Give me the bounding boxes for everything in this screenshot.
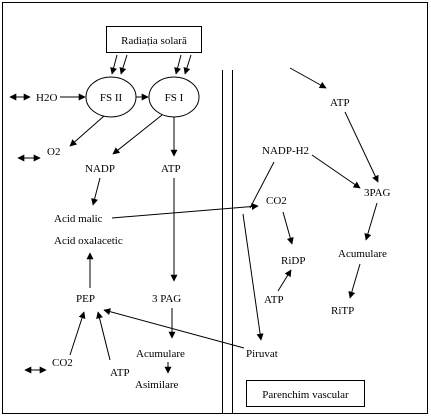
atp-left-label: ATP	[161, 163, 181, 175]
atp-middle-label: ATP	[264, 294, 284, 306]
nadp-to-acid-malic-arrow	[91, 177, 101, 206]
atp-to-pep-arrow	[96, 311, 111, 361]
fs1-label: FS I	[165, 92, 184, 104]
piruvat-to-pep-arrow	[103, 308, 245, 349]
radiation-arrow-fs2-b	[119, 54, 128, 75]
nadph2-to-piruvat-arrow	[249, 161, 275, 209]
nadph2-label: NADP-H2	[262, 145, 309, 157]
nadph2-to-3pag-arrow	[311, 154, 361, 189]
co2-to-ridp-arrow	[282, 211, 294, 245]
acid-malic-to-co2-arrow	[111, 203, 259, 219]
nadp-label: NADP	[85, 163, 115, 175]
atp-to-ridp-arrow	[277, 269, 292, 292]
atp-top-label: ATP	[330, 97, 350, 109]
solar-radiation-box	[106, 26, 202, 53]
outer-frame	[2, 2, 428, 414]
ridp-label: RiDP	[281, 255, 305, 267]
acumulare-right-label: Acumulare	[338, 248, 387, 260]
fs2-to-o2-arrow	[69, 115, 105, 147]
o2-label: O2	[47, 146, 60, 158]
vascular-parenchyma-label: Parenchim vascular	[262, 389, 349, 401]
asimilare-label: Asimilare	[135, 379, 178, 391]
fs1-to-nadp-arrow	[112, 114, 163, 155]
acid-malic-label: Acid malic	[54, 213, 103, 225]
inflow-to-atp-top-arrow	[289, 67, 327, 89]
nadph2-to-piruvat-arrow-lower	[242, 213, 264, 341]
vascular-parenchyma-box	[246, 380, 365, 407]
radiation-arrow-fs2-a	[110, 54, 118, 75]
solar-radiation-label: Radiația solară	[121, 35, 187, 47]
radiation-arrow-fs1-b	[183, 54, 192, 75]
pep-label: PEP	[76, 293, 95, 305]
co2-right-label: CO2	[266, 195, 287, 207]
acumulare-to-ritp-arrow	[348, 263, 361, 299]
atp-bottom-label: ATP	[110, 367, 130, 379]
pag-left-label: 3 PAG	[152, 293, 181, 305]
piruvat-label: Piruvat	[246, 348, 278, 360]
radiation-arrow-fs1-a	[174, 54, 182, 75]
3pag-to-acumulare-arrow	[364, 202, 378, 241]
co2-bottom-label: CO2	[52, 357, 73, 369]
pag-right-label: 3PAG	[364, 187, 391, 199]
acumulare-left-label: Acumulare	[136, 348, 185, 360]
h2o-label: H2O	[36, 92, 57, 104]
atp-to-3pag-arrow	[344, 111, 379, 183]
ritp-label: RiTP	[331, 305, 354, 317]
fs2-label: FS II	[100, 92, 123, 104]
acid-oxalacetic-label: Acid oxalacetic	[54, 235, 123, 247]
co2-to-pep-arrow	[69, 311, 86, 356]
